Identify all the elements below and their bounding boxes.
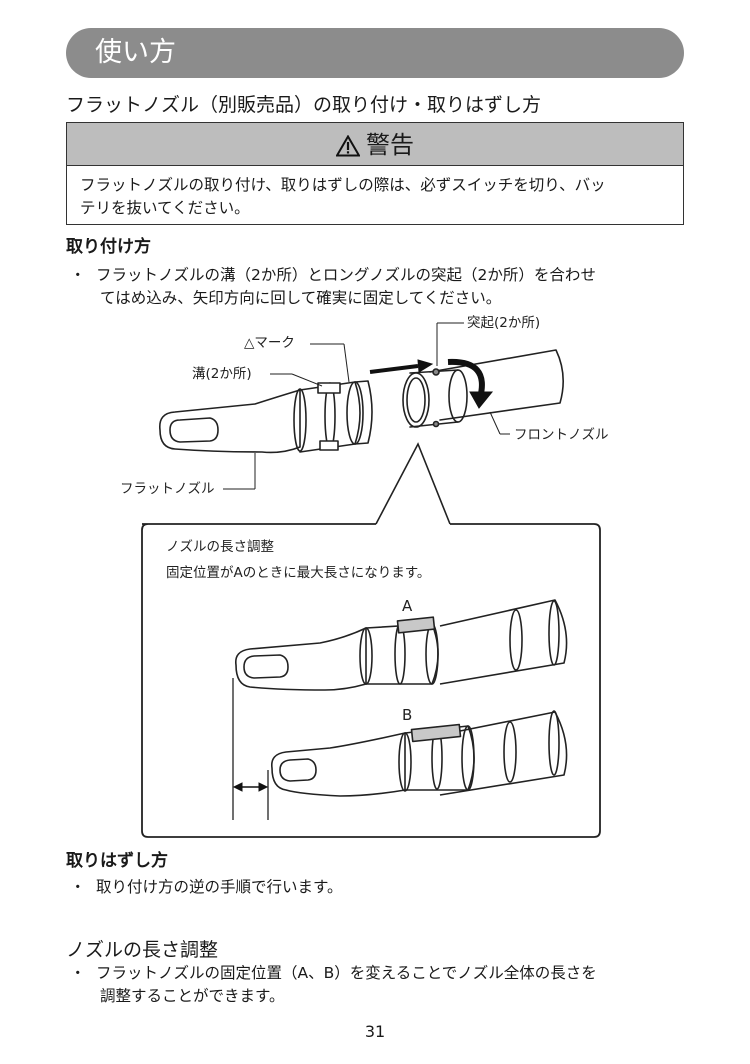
label-mark: △マーク [244, 335, 295, 351]
warning-box [66, 122, 684, 225]
inset-box [141, 523, 601, 838]
label-b: B [402, 706, 413, 724]
attach-line: てはめ込み、矢印方向に回して確実に固定してください。 [100, 289, 502, 307]
attach-instructions: ・フラットノズルの溝（2か所）とロングノズルの突起（2か所）を合わせ てはめ込み… [70, 264, 690, 310]
warning-text-line: フラットノズルの取り付け、取りはずしの際は、必ずスイッチを切り、バッ [80, 176, 606, 194]
length-instructions: ・フラットノズルの固定位置（A、B）を変えることでノズル全体の長さを 調整するこ… [70, 962, 690, 1008]
warning-title: 警告 [0, 130, 750, 160]
detach-instructions: ・取り付け方の逆の手順で行います。 [70, 876, 342, 899]
detach-line: 取り付け方の逆の手順で行います。 [96, 878, 343, 896]
length-heading: ノズルの長さ調整 [66, 939, 219, 961]
inset-text: 固定位置がAのときに最大長さになります。 [166, 565, 431, 581]
attach-heading: 取り付け方 [66, 237, 151, 257]
warning-header [67, 123, 683, 166]
warning-text: フラットノズルの取り付け、取りはずしの際は、必ずスイッチを切り、バッ テリを抜い… [80, 174, 674, 220]
label-flat-nozzle: フラットノズル [120, 481, 215, 497]
length-line: 調整することができます。 [100, 987, 285, 1005]
label-groove: 溝(2か所) [192, 366, 252, 382]
page-title: 使い方 [95, 37, 176, 68]
label-a: A [402, 597, 413, 615]
front-nozzle-illustration [429, 349, 564, 421]
section-title: フラットノズル（別販売品）の取り付け・取りはずし方 [66, 94, 542, 116]
bullet: ・ [70, 266, 86, 284]
header-bar [66, 28, 684, 78]
label-projection: 突起(2か所) [467, 315, 541, 331]
inset-title: ノズルの長さ調整 [166, 539, 274, 555]
attach-line: フラットノズルの溝（2か所）とロングノズルの突起（2か所）を合わせ [96, 266, 596, 284]
page-number: 31 [364, 1022, 386, 1041]
warning-triangle-icon [336, 135, 360, 157]
length-line: フラットノズルの固定位置（A、B）を変えることでノズル全体の長さを [96, 964, 597, 982]
label-front-nozzle: フロントノズル [514, 427, 609, 443]
warning-text-line: テリを抜いてください。 [80, 199, 250, 217]
bullet: ・ [70, 964, 86, 982]
flat-nozzle-illustration [158, 389, 301, 454]
detach-heading: 取りはずし方 [66, 851, 168, 871]
bullet: ・ [70, 878, 86, 896]
warning-title-text: 警告 [366, 131, 414, 159]
